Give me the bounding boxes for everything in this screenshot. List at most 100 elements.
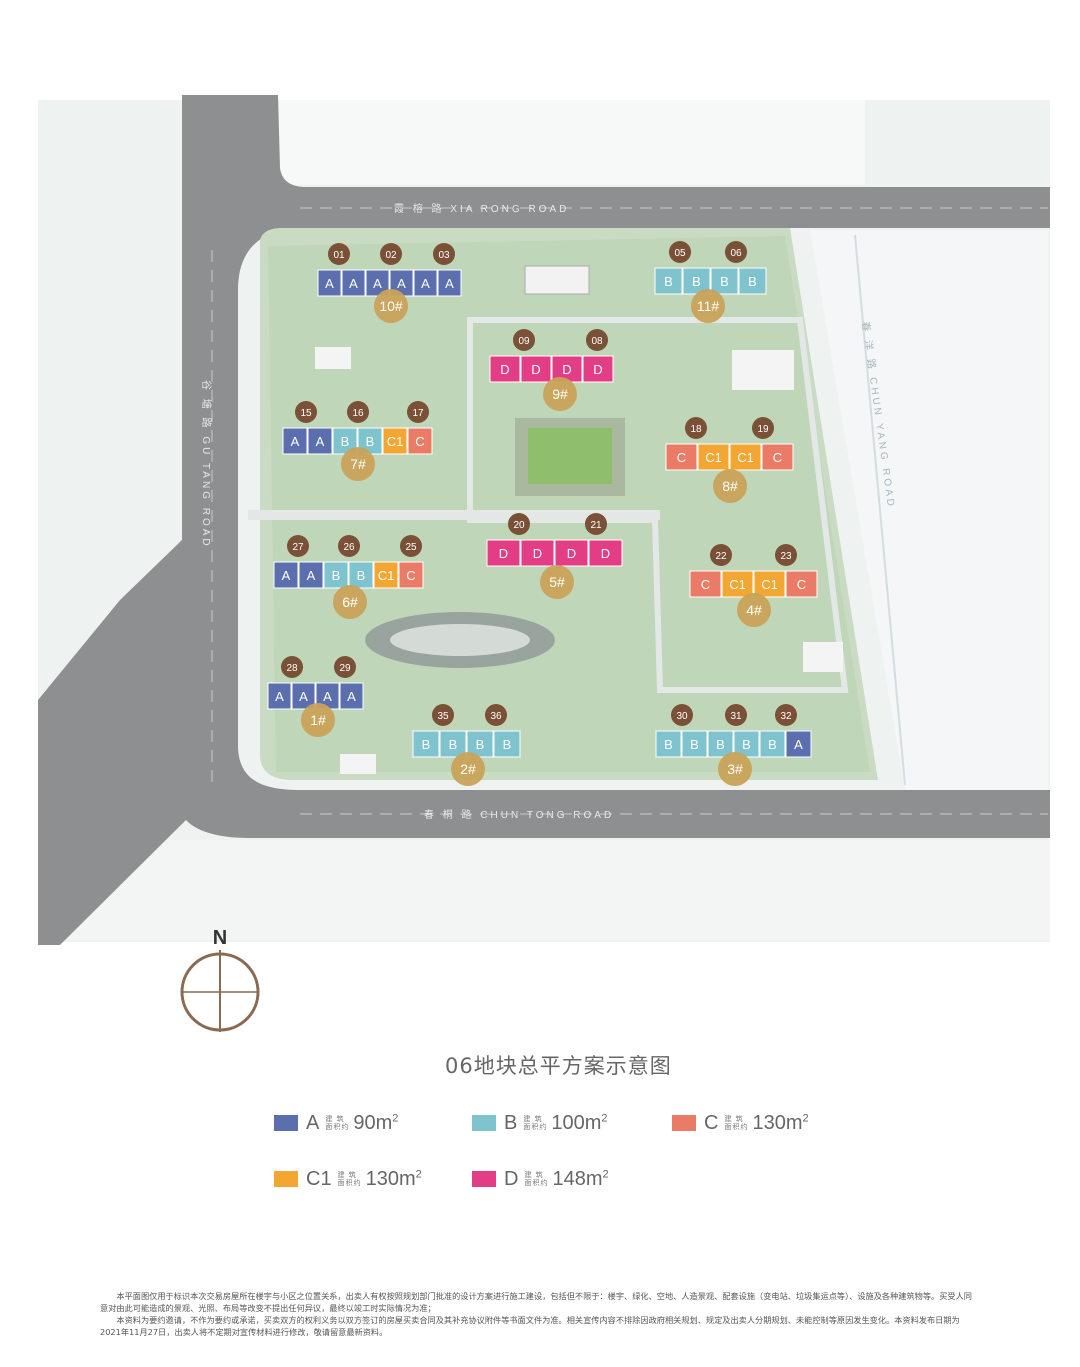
unit-type-label: B <box>503 737 512 752</box>
unit-number-label: 21 <box>590 520 602 531</box>
unit-number-marker <box>281 656 303 678</box>
unit-block <box>382 427 408 455</box>
building-marker <box>713 469 747 503</box>
unit-block <box>282 427 308 455</box>
unit-type-label: B <box>664 274 673 289</box>
unit-number-label: 09 <box>518 336 530 347</box>
unit-number-marker <box>752 417 774 439</box>
unit-number-marker <box>669 241 691 263</box>
unit-block <box>785 730 812 758</box>
unit-number-label: 17 <box>412 408 424 419</box>
unit-type-label: B <box>692 274 701 289</box>
river <box>810 230 1048 790</box>
facility-building <box>803 642 843 672</box>
unit-block <box>707 730 734 758</box>
unit-type-label: D <box>533 546 542 561</box>
legend-swatch <box>672 1115 696 1131</box>
legend-area-label: 建 筑 <box>523 1115 543 1123</box>
landscape-feature <box>390 624 530 656</box>
unit-type-label: A <box>347 689 356 704</box>
road-label-west: 谷 塘 路 GU TANG ROAD <box>200 380 213 549</box>
building-marker <box>341 447 375 481</box>
unit-number-marker <box>407 401 429 423</box>
unit-block <box>721 570 754 598</box>
building-label: 3# <box>727 761 743 777</box>
page-title: 06地块总平方案示意图 <box>445 1054 672 1078</box>
unit-number-marker <box>725 704 747 726</box>
legend-area-label: 建 筑 <box>724 1115 744 1123</box>
unit-block <box>373 561 399 589</box>
unit-number-marker <box>685 417 707 439</box>
building-marker <box>543 377 577 411</box>
unit-block <box>317 269 342 297</box>
unit-block <box>520 355 552 383</box>
unit-block <box>554 539 589 567</box>
unit-type-label: B <box>768 737 777 752</box>
unit-number-marker <box>287 535 309 557</box>
disclaimer-paragraph: 本资料为要约邀请，不作为要约或承诺，买卖双方的权利义务以双方签订的房屋买卖合同及… <box>100 1315 960 1337</box>
unit-block <box>654 267 683 295</box>
unit-number-label: 01 <box>333 250 345 261</box>
unit-block <box>689 570 722 598</box>
unit-number-label: 31 <box>730 711 742 722</box>
unit-number-marker <box>775 544 797 566</box>
unit-block <box>323 561 349 589</box>
building-label: 1# <box>310 712 326 728</box>
unit-number-label: 18 <box>690 424 702 435</box>
unit-type-label: C1 <box>387 434 404 449</box>
unit-block <box>729 443 762 471</box>
unit-block <box>655 730 682 758</box>
unit-number-marker <box>485 704 507 726</box>
unit-number-marker <box>508 513 530 535</box>
legend-area-label: 面积约 <box>524 1179 549 1187</box>
unit-type-label: A <box>349 276 358 291</box>
unit-block <box>413 269 438 297</box>
unit-number-marker <box>338 535 360 557</box>
lawn <box>528 428 612 484</box>
legend-item-b: B 建 筑面积约 100m2 <box>472 1110 608 1136</box>
legend-area-unit: 2 <box>392 1111 399 1124</box>
building-label: 5# <box>549 574 565 590</box>
south-block <box>38 840 1050 940</box>
unit-type-label: A <box>307 568 316 583</box>
unit-type-label: D <box>531 362 540 377</box>
unit-number-marker <box>710 544 732 566</box>
north-block <box>275 100 865 185</box>
unit-number-label: 22 <box>715 551 727 562</box>
building-label: 7# <box>350 456 366 472</box>
legend-code: C <box>704 1111 719 1134</box>
legend-code: B <box>504 1111 518 1134</box>
road-network <box>38 95 1050 945</box>
unit-block <box>665 443 698 471</box>
unit-block <box>697 443 730 471</box>
unit-number-label: 02 <box>385 250 397 261</box>
unit-number-label: 20 <box>513 520 525 531</box>
unit-type-label: A <box>325 276 334 291</box>
legend-item-d: D 建 筑面积约 148m2 <box>472 1166 609 1192</box>
unit-type-label: C <box>677 450 686 465</box>
unit-type-label: A <box>373 276 382 291</box>
unit-block <box>486 539 521 567</box>
disclaimer: 本平面图仅用于标识本次交易房屋所在楼宇与小区之位置关系，出卖人有权按照规划部门批… <box>100 1290 980 1338</box>
legend-swatch <box>274 1171 298 1187</box>
legend-area-label: 面积约 <box>724 1123 749 1131</box>
unit-type-label: A <box>445 276 454 291</box>
building-label: 9# <box>552 386 568 402</box>
unit-type-label: D <box>567 546 576 561</box>
unit-block <box>298 561 324 589</box>
building-label: 11# <box>697 298 720 314</box>
unit-type-label: A <box>291 434 300 449</box>
unit-number-marker <box>433 243 455 265</box>
